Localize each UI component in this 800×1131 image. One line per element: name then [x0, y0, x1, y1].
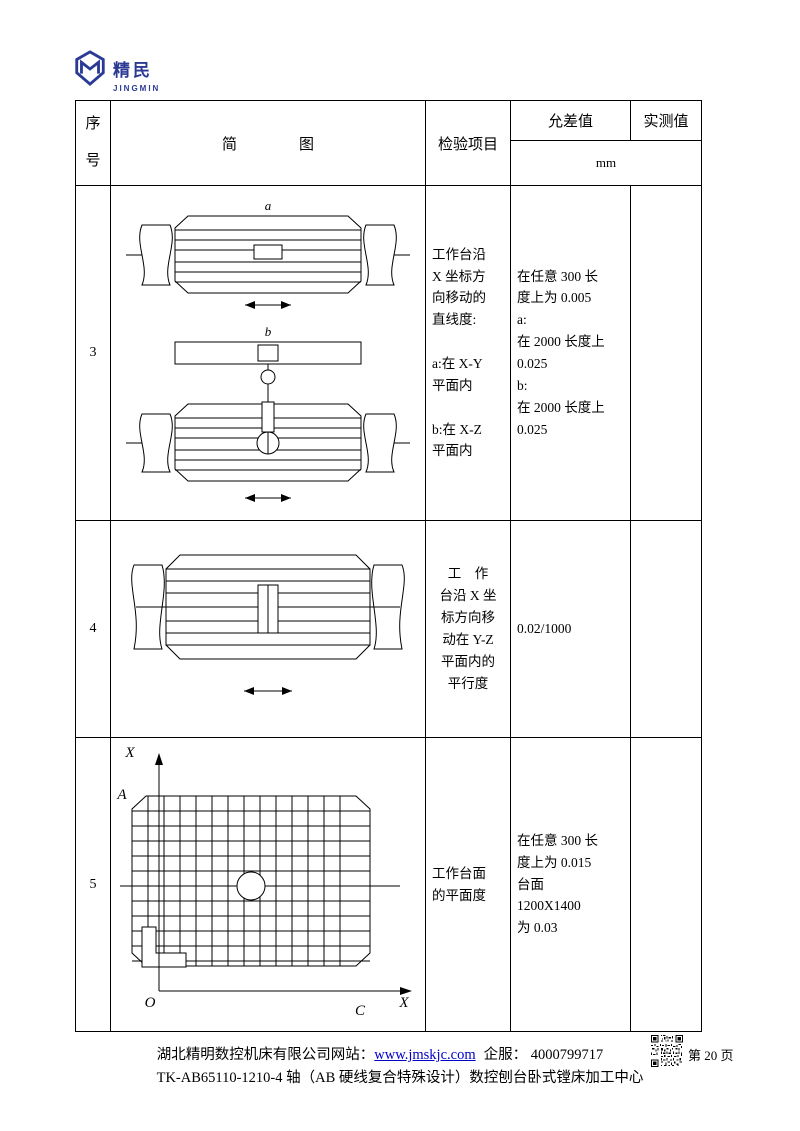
column-header-diagram-left: 简: [221, 136, 237, 153]
row-4-tolerance-text: 0.02/1000: [517, 621, 572, 637]
footer-model-text: TK-AB65110-1210-4 轴（AB 硬线复合特殊设计）数控刨台卧式镗床…: [156, 1070, 644, 1086]
row-5-diagram-cell: X A O X C: [111, 738, 426, 1031]
row-5-item-cell: 工作台面 的平面度: [426, 738, 511, 1031]
row-5-tolerance-text: 在任意 300 长 度上为 0.015 台面 1200X1400 为 0.03: [517, 832, 598, 936]
row-3-tolerance-cell: 在任意 300 长 度上为 0.005 a: 在 2000 长度上 0.025 …: [511, 186, 631, 521]
row-4-item-text: 工 作 台沿 X 坐 标方向移 动在 Y-Z 平面内的 平行度: [439, 566, 497, 691]
flatness-diagram: X A O X C: [116, 745, 412, 1019]
logo: 精民 JINGMIN: [72, 48, 160, 93]
column-header-seq: 序 号: [76, 101, 111, 186]
row-5-seq: 5: [76, 738, 111, 1031]
column-header-measured-label: 实测值: [643, 114, 689, 130]
website-link[interactable]: www.jmskjc.com: [374, 1047, 476, 1063]
row-4-seq: 4: [76, 521, 111, 738]
unit-cell: mm: [511, 141, 701, 186]
row-3-item-text: 工作台沿 X 坐标方 向移动的 直线度: a:在 X-Y 平面内 b:在 X-Z…: [432, 246, 486, 459]
row-3-diagram-cell: a b: [111, 186, 426, 521]
column-header-measured: 实测值: [631, 101, 701, 141]
row-3-seq: 3: [76, 186, 111, 521]
row-4-tolerance-cell: 0.02/1000: [511, 521, 631, 738]
qr-code: [651, 1035, 683, 1067]
axis-x-right-label: X: [398, 995, 409, 1011]
figure-a-label: a: [265, 198, 272, 213]
figure-b-label: b: [265, 324, 272, 339]
row-3-seq-value: 3: [89, 345, 97, 360]
logo-brand-en: JINGMIN: [113, 84, 161, 93]
corner-a-label: A: [116, 787, 127, 803]
column-header-diagram: 简 图: [111, 101, 426, 186]
row-3-tolerance-text: 在任意 300 长 度上为 0.005 a: 在 2000 长度上 0.025 …: [517, 268, 605, 437]
straightness-diagram: a b: [126, 198, 410, 502]
column-header-item: 检验项目: [426, 101, 511, 186]
row-4-item-cell: 工 作 台沿 X 坐 标方向移 动在 Y-Z 平面内的 平行度: [426, 521, 511, 738]
row-3-item-cell: 工作台沿 X 坐标方 向移动的 直线度: a:在 X-Y 平面内 b:在 X-Z…: [426, 186, 511, 521]
column-header-diagram-right: 图: [299, 136, 315, 153]
row-5-measured-cell: [631, 738, 701, 1031]
footer-service-text: 企服： 4000799717: [483, 1047, 604, 1063]
logo-icon: [75, 50, 105, 86]
unit-label: mm: [595, 155, 617, 170]
row-5-tolerance-cell: 在任意 300 长 度上为 0.015 台面 1200X1400 为 0.03: [511, 738, 631, 1031]
row-5-item-text: 工作台面 的平面度: [432, 865, 486, 903]
column-header-seq-label: 序 号: [85, 115, 101, 170]
column-header-item-label: 检验项目: [437, 136, 498, 153]
column-header-tolerance: 允差值: [511, 101, 631, 141]
row-4-diagram-cell: [111, 521, 426, 738]
parallelism-diagram: [131, 554, 405, 695]
row-4-seq-value: 4: [89, 621, 97, 636]
page-number: 第 20 页: [688, 1048, 734, 1063]
logo-brand-cn: 精民: [113, 61, 153, 80]
logo-text: 精民 JINGMIN: [113, 56, 160, 93]
row-4-measured-cell: [631, 521, 701, 738]
footer-company-text: 湖北精明数控机床有限公司网站：: [156, 1047, 375, 1063]
footer-company-line: 湖北精明数控机床有限公司网站：www.jmskjc.com 企服： 4000799…: [0, 1043, 760, 1064]
column-header-tolerance-label: 允差值: [547, 114, 593, 130]
row-3-measured-cell: [631, 186, 701, 521]
origin-label: O: [145, 995, 156, 1011]
inspection-table: 序 号 简 图 检验项目 允差值 实测值 mm 3: [75, 100, 702, 1032]
axis-x-top-label: X: [124, 745, 135, 761]
footer-model-line: TK-AB65110-1210-4 轴（AB 硬线复合特殊设计）数控刨台卧式镗床…: [0, 1066, 800, 1087]
corner-c-label: C: [355, 1003, 366, 1019]
row-5-seq-value: 5: [89, 876, 97, 892]
